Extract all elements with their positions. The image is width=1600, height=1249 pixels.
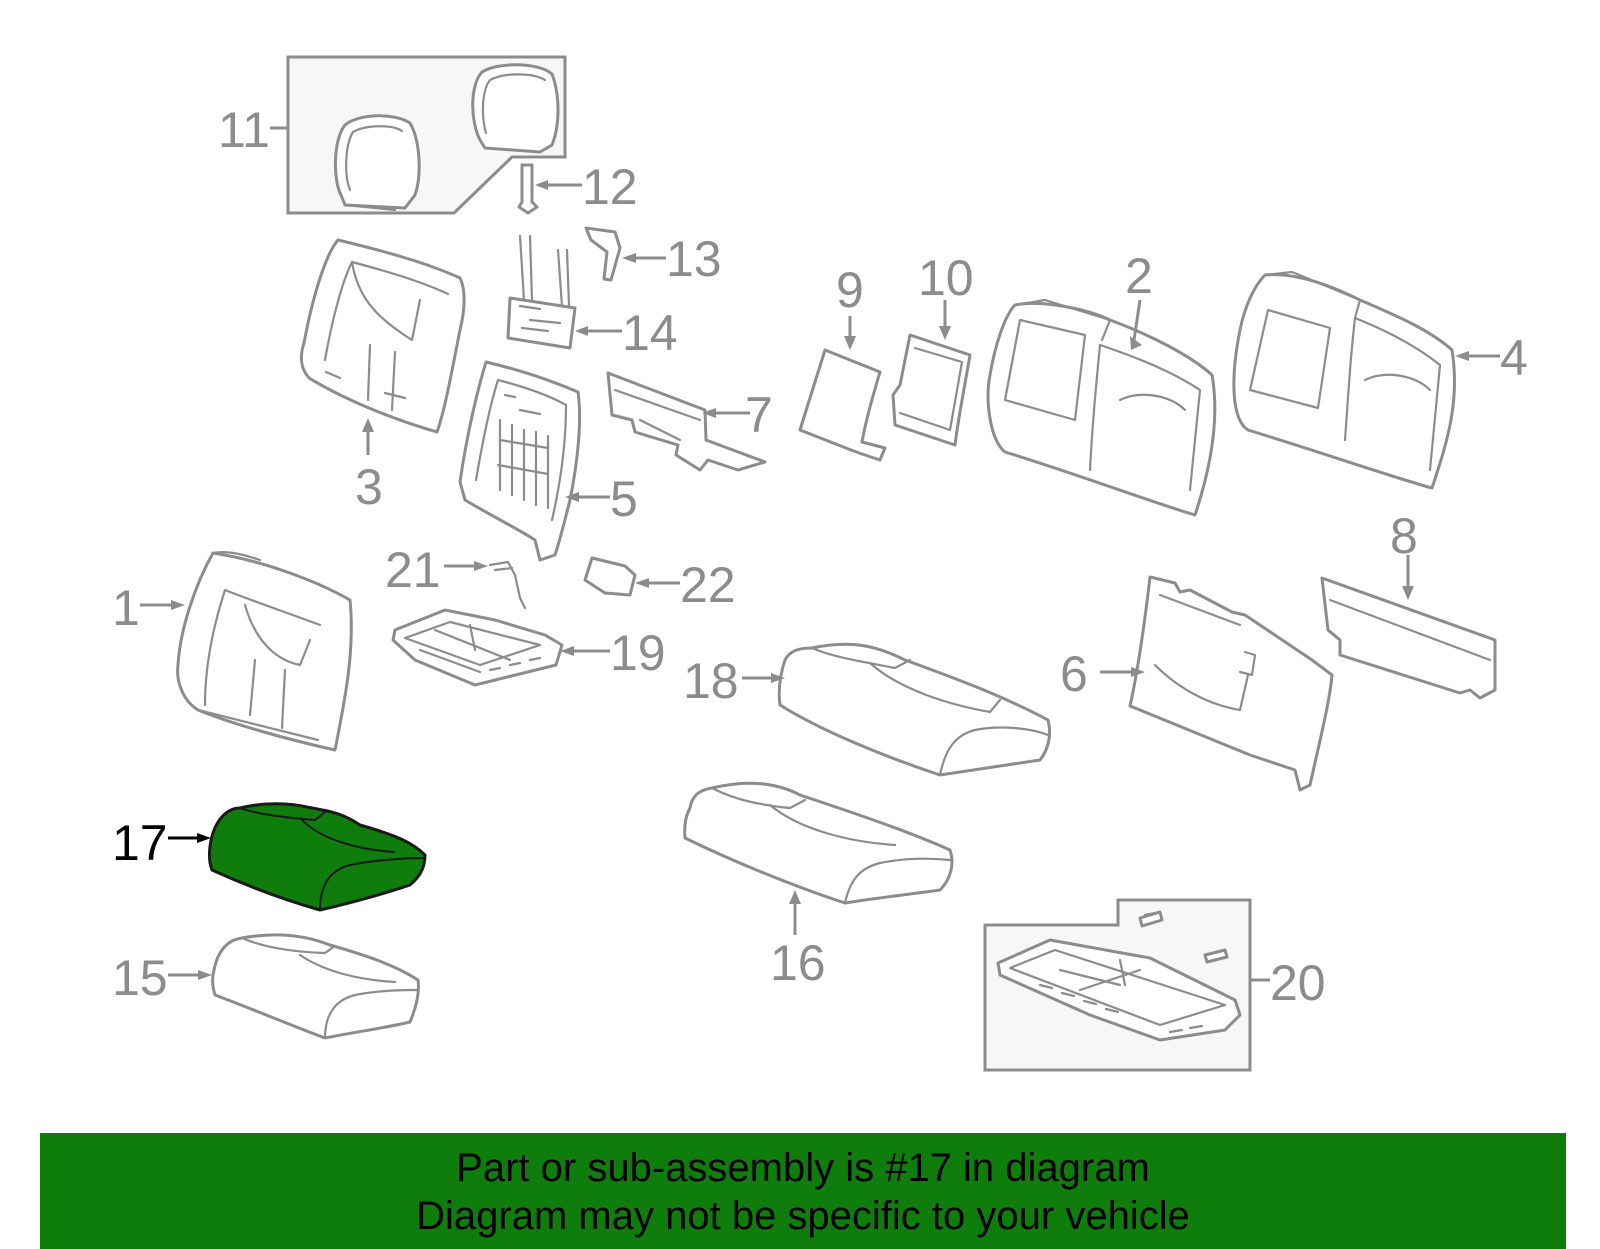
callout-9[interactable]: 9 [836, 262, 864, 318]
part-7-bracket[interactable] [606, 371, 767, 472]
callout-21[interactable]: 21 [385, 542, 441, 598]
callout-2[interactable]: 2 [1125, 248, 1153, 304]
arrow-18 [771, 673, 785, 683]
arrow-5 [565, 492, 579, 502]
arrow-9 [844, 336, 856, 350]
part-16-rear-cushion-pad[interactable] [683, 781, 954, 905]
arrow-22 [635, 578, 649, 588]
callout-6[interactable]: 6 [1060, 646, 1088, 702]
part-10-panel[interactable] [891, 333, 972, 447]
arrow-7 [702, 408, 716, 418]
part-6-rear-frame[interactable] [1128, 575, 1334, 792]
arrow-17 [197, 833, 211, 843]
callout-7[interactable]: 7 [745, 387, 773, 443]
arrow-4 [1455, 351, 1469, 361]
arrow-1 [171, 600, 185, 610]
callout-20[interactable]: 20 [1270, 955, 1326, 1011]
part-15-seat-cushion-pad[interactable] [211, 933, 420, 1040]
arrow-6 [1131, 667, 1145, 677]
arrow-12 [535, 180, 548, 190]
callout-5[interactable]: 5 [610, 471, 638, 527]
part-9-panel[interactable] [798, 348, 887, 462]
arrow-19 [560, 646, 574, 656]
banner-line-1: Part or sub-assembly is #17 in diagram [456, 1146, 1150, 1190]
part-18-rear-cushion[interactable] [777, 642, 1052, 777]
part-4-rear-seatback-cover[interactable] [1232, 270, 1456, 490]
callout-14[interactable]: 14 [622, 305, 678, 361]
part-1-front-seatback[interactable] [176, 551, 353, 752]
callout-16[interactable]: 16 [770, 935, 826, 991]
callout-12[interactable]: 12 [582, 159, 638, 215]
part-17-front-seat-cushion[interactable] [208, 802, 427, 912]
part-8-rear-panel[interactable] [1320, 576, 1497, 700]
part-20-rear-cushion-frame[interactable] [983, 898, 1252, 1072]
part-12-headrest-guide[interactable] [517, 163, 539, 215]
arrow-8 [1402, 586, 1414, 600]
callout-17[interactable]: 17 [112, 815, 168, 871]
part-11-headrests[interactable] [286, 55, 567, 215]
callout-3[interactable]: 3 [355, 459, 383, 515]
callout-15[interactable]: 15 [112, 950, 168, 1006]
part-2-rear-seatback[interactable] [986, 298, 1217, 517]
seat-parts-diagram: 11 12 13 14 3 5 7 [112, 55, 1528, 1072]
arrow-15 [198, 970, 212, 980]
callout-8[interactable]: 8 [1390, 508, 1418, 564]
arrow-10 [939, 326, 951, 340]
part-3-seatback-cover[interactable] [299, 238, 466, 434]
callout-1[interactable]: 1 [112, 580, 140, 636]
info-banner: Part or sub-assembly is #17 in diagram D… [40, 1133, 1566, 1249]
part-22-cover[interactable] [583, 556, 637, 597]
callout-18[interactable]: 18 [683, 653, 739, 709]
callout-11[interactable]: 11 [218, 102, 270, 158]
arrow-21 [474, 561, 488, 571]
callout-4[interactable]: 4 [1500, 330, 1528, 386]
arrow-3 [362, 418, 374, 432]
banner-line-2: Diagram may not be specific to your vehi… [416, 1194, 1190, 1238]
part-5-seatback-frame[interactable] [458, 360, 582, 562]
part-14-headrest-bracket[interactable] [506, 234, 577, 350]
part-13-clip[interactable] [584, 226, 622, 282]
part-21-wire[interactable] [488, 560, 527, 610]
callout-22[interactable]: 22 [680, 557, 736, 613]
arrow-16 [789, 890, 801, 904]
arrow-14 [575, 326, 588, 336]
arrow-13 [622, 253, 636, 263]
callout-10[interactable]: 10 [918, 250, 974, 306]
callout-13[interactable]: 13 [666, 231, 722, 287]
callout-19[interactable]: 19 [610, 625, 666, 681]
part-19-cushion-frame[interactable] [391, 608, 564, 687]
